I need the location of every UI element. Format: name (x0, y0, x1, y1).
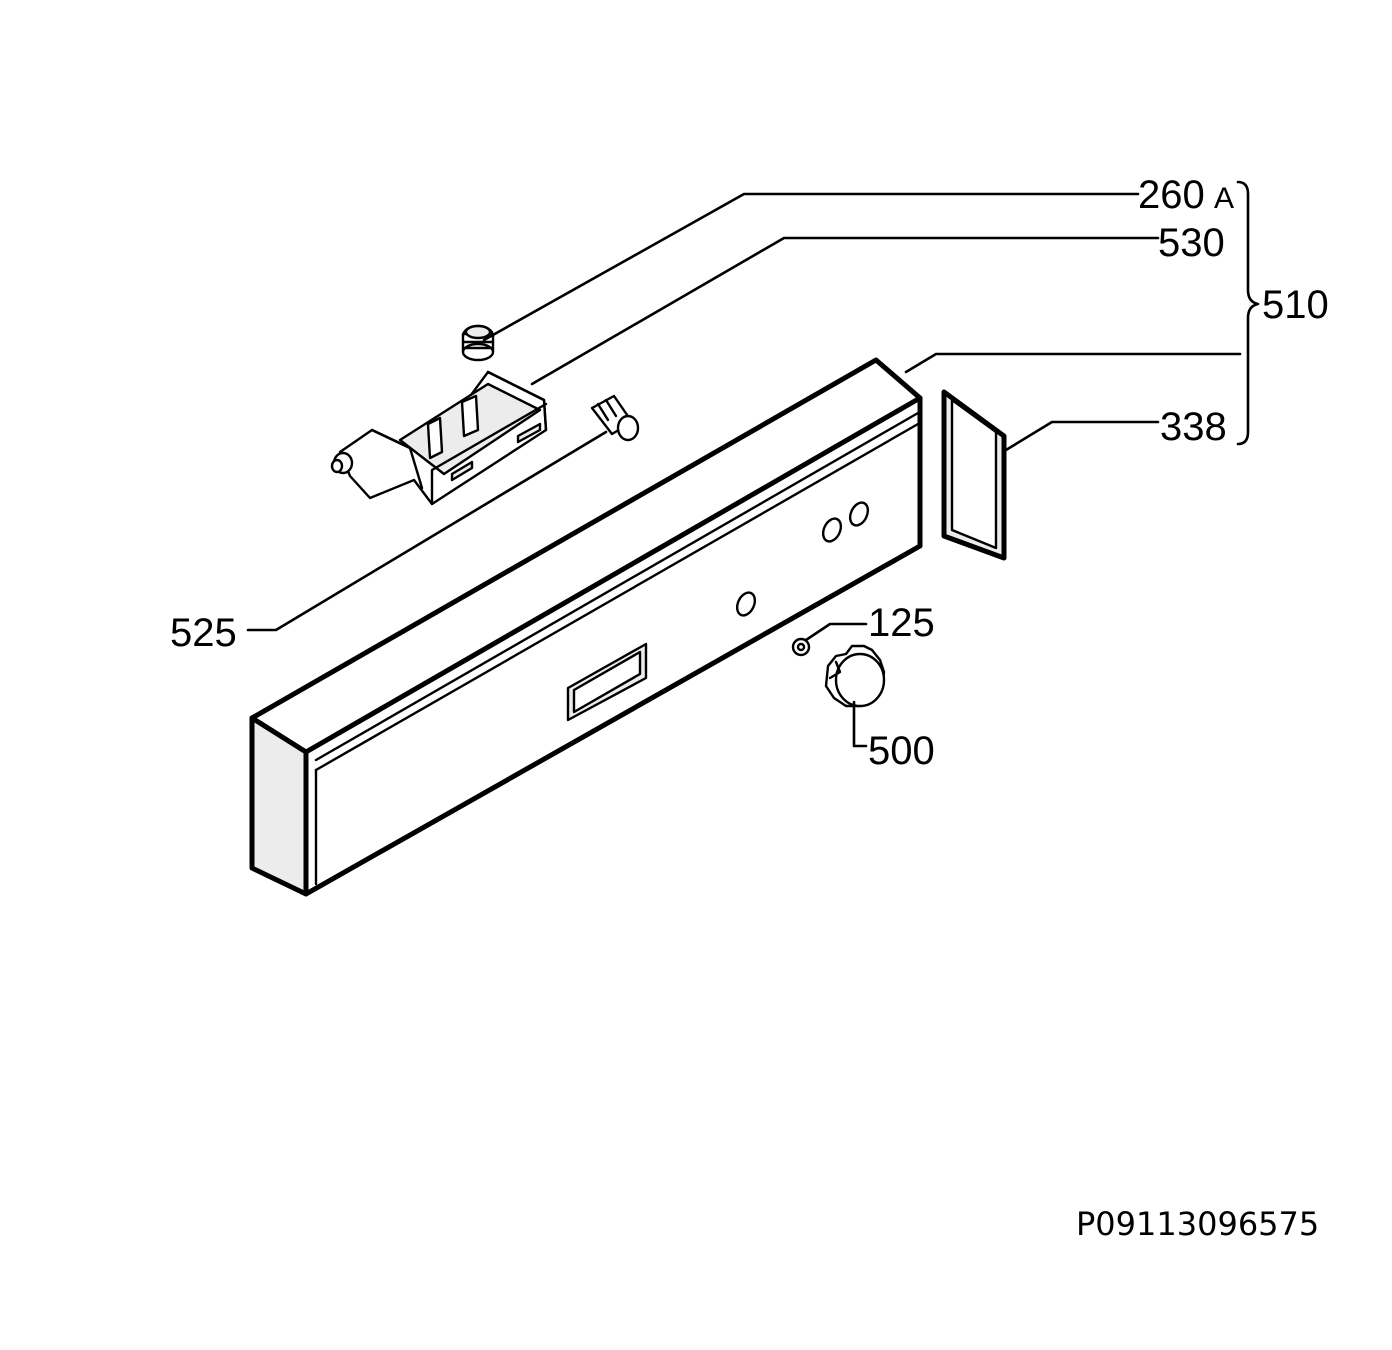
callout-510: 510 (1262, 283, 1329, 327)
display-window (566, 642, 648, 722)
callout-260: 260 (1138, 173, 1205, 217)
leader-530 (530, 236, 1160, 386)
end-cover-plate (941, 389, 1007, 561)
leader-525 (246, 430, 608, 632)
leader-125 (804, 622, 868, 642)
leader-338 (1004, 420, 1160, 452)
callout-125: 125 (868, 601, 935, 645)
panel-holes (735, 501, 870, 617)
grommet (461, 324, 495, 362)
switch-bracket (330, 370, 548, 506)
callout-525: 525 (170, 611, 237, 655)
callout-labels: 260 A 530 510 338 525 125 500 P091130965… (170, 173, 1329, 1243)
callout-260-suffix: A (1214, 182, 1234, 215)
callout-530: 530 (1158, 221, 1225, 265)
group-brace-510 (1236, 180, 1260, 446)
light-guide (590, 394, 640, 442)
control-panel (249, 357, 923, 897)
callout-500: 500 (868, 729, 935, 773)
small-nut (791, 637, 811, 657)
leader-500 (852, 700, 868, 748)
leader-260a (482, 192, 1140, 342)
drawing-reference-number: P09113096575 (1076, 1205, 1319, 1243)
control-knob (824, 644, 886, 708)
callout-338: 338 (1160, 405, 1227, 449)
leader-lines (246, 192, 1242, 748)
leader-panel (904, 352, 1242, 374)
